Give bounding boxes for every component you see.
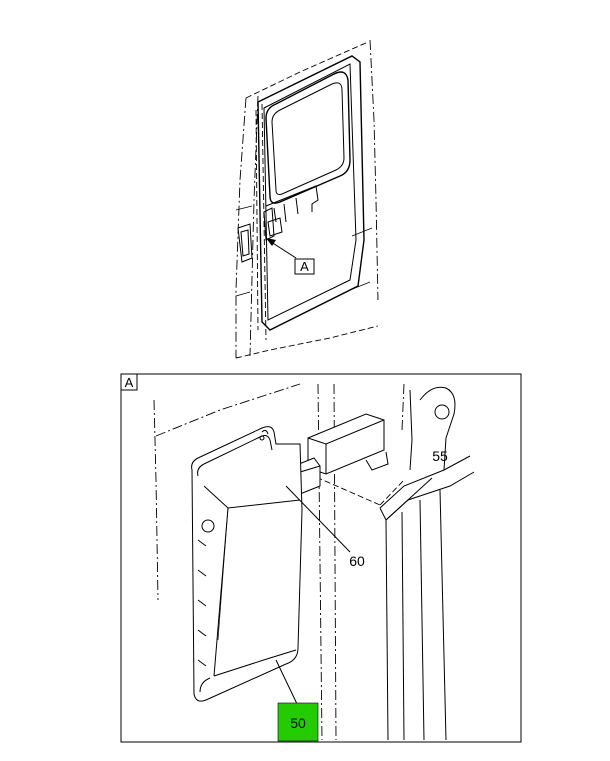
leader-55 bbox=[385, 477, 433, 521]
handle-pocket-overview bbox=[237, 223, 253, 263]
detail-frame bbox=[120, 373, 522, 743]
callout-50[interactable]: 50 bbox=[290, 715, 306, 731]
detail-frame-label: A bbox=[125, 375, 134, 390]
handle-housing-part-50 bbox=[191, 426, 303, 702]
door-overview: A bbox=[235, 39, 379, 359]
view-reference-label: A bbox=[300, 259, 309, 274]
callout-50-highlight[interactable] bbox=[277, 702, 319, 742]
callout-55: 55 bbox=[432, 448, 448, 464]
detail-view-a: A bbox=[120, 373, 522, 743]
door-panel-outline bbox=[257, 55, 365, 331]
leader-60 bbox=[285, 485, 351, 553]
view-reference-box bbox=[294, 258, 315, 275]
leader-50 bbox=[275, 659, 299, 707]
detail-frame-label-box bbox=[120, 373, 138, 391]
callout-60: 60 bbox=[349, 553, 365, 569]
